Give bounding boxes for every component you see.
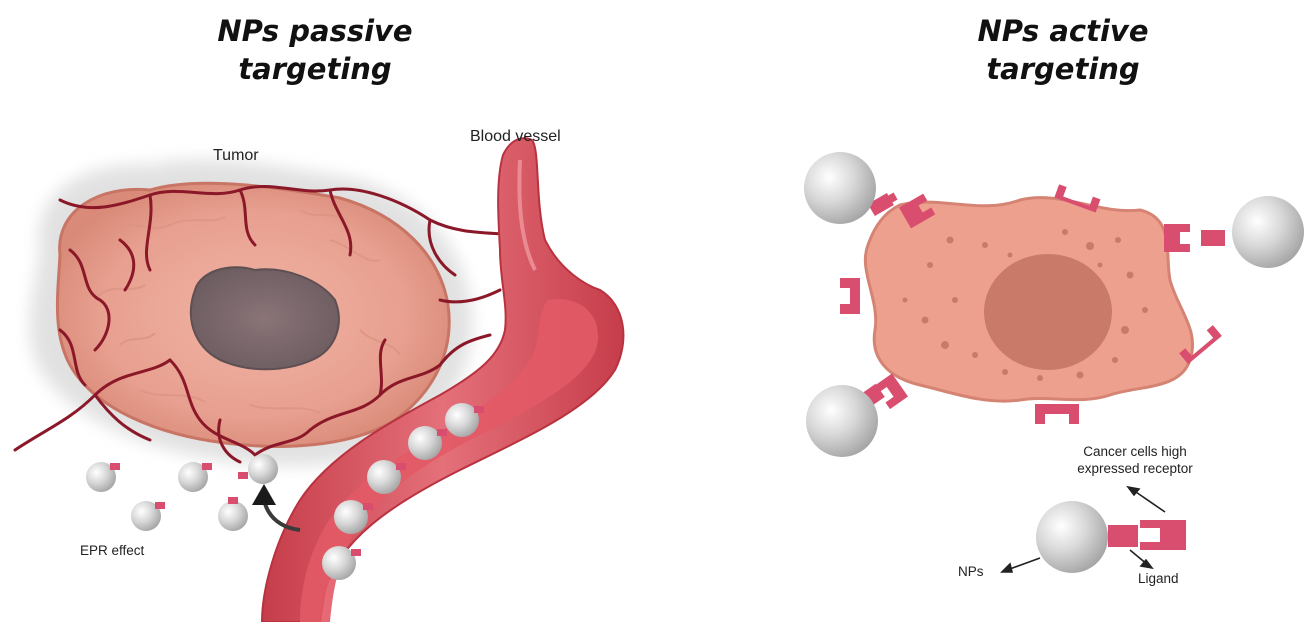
receptor xyxy=(1035,404,1079,424)
nucleus xyxy=(984,254,1112,370)
receptor xyxy=(840,278,860,314)
receptor-label-line1: Cancer cells high xyxy=(1040,443,1230,460)
nanoparticle xyxy=(322,546,361,580)
receptor xyxy=(1164,224,1190,252)
nanoparticle xyxy=(218,497,248,531)
nanoparticle xyxy=(86,462,120,492)
legend-receptor xyxy=(1140,520,1186,550)
nanoparticle xyxy=(804,152,876,224)
receptor-label-line2: expressed receptor xyxy=(1040,460,1230,477)
legend-nanoparticle xyxy=(1036,501,1108,573)
receptor-label: Cancer cells high expressed receptor xyxy=(1040,443,1230,477)
tumor-label: Tumor xyxy=(213,147,259,165)
nps-label: NPs xyxy=(958,563,984,580)
nanoparticle xyxy=(178,462,212,492)
nanoparticle xyxy=(131,501,165,531)
epr-effect-label: EPR effect xyxy=(80,542,144,559)
legend-ligand xyxy=(1108,525,1138,547)
blood-vessel-label: Blood vessel xyxy=(470,128,561,146)
legend-example xyxy=(1002,487,1186,573)
nanoparticle xyxy=(806,385,878,457)
ligand-label: Ligand xyxy=(1138,570,1179,587)
nanoparticle xyxy=(1232,196,1304,268)
cancer-cell xyxy=(865,198,1192,402)
ligand xyxy=(1201,230,1225,246)
extravasated-nanoparticles xyxy=(86,454,278,531)
